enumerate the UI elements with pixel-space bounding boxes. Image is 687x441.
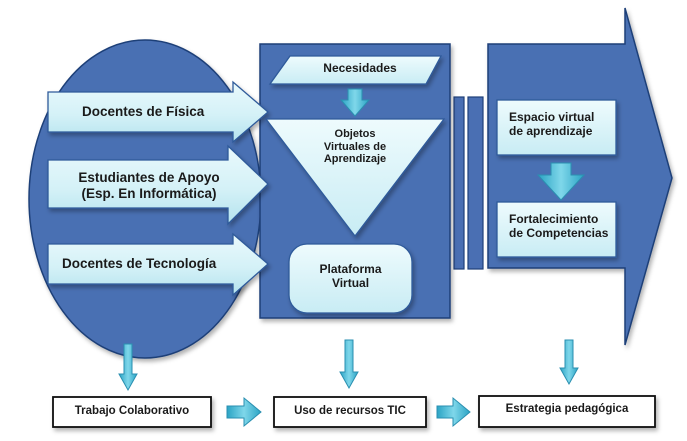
label-uso-recursos: Uso de recursos TIC [294,405,406,417]
label-estrategia: Estrategia pedagógica [505,403,629,415]
fortalecimiento-box [496,201,617,258]
estrategia-box [478,395,656,428]
label-estudiantes-line2: (Esp. En Informática) [81,185,217,201]
arrow-docentes-tecnologia [47,232,269,297]
arrow-estudiantes-apoyo [47,144,269,226]
label-plataforma-virtual: Plataforma Virtual [289,262,412,291]
label-necesidades: Necesidades [323,61,397,75]
objetos-triangle [264,118,446,238]
label-plataforma-line2: Virtual [331,275,370,290]
horizontal-arrow-1 [226,396,262,428]
label-fortalecimiento-line2: de Competencias [509,225,609,240]
label-docentes-fisica: Docentes de Física [82,104,205,119]
label-fortalecimiento: Fortalecimiento de Competencias [509,212,609,241]
down-arrow-right [559,339,579,386]
label-plataforma-line1: Plataforma [319,262,382,276]
label-objetos-line2: Virtuales de [323,140,387,153]
label-espacio-virtual: Espacio virtual de aprendizaje [509,110,595,139]
label-estudiantes-apoyo: Estudiantes de Apoyo (Esp. En Informátic… [64,170,234,201]
plataforma-box [288,243,413,314]
right-down-arrow [536,162,586,201]
separator-bar-2 [467,96,484,270]
down-arrow-left [118,343,138,392]
necesidades-box [268,55,443,85]
label-objetos-line1: Objetos [334,128,376,140]
label-estudiantes-line1: Estudiantes de Apoyo [78,170,220,185]
separator-bar-1 [453,96,465,270]
label-trabajo-colaborativo: Trabajo Colaborativo [74,405,190,417]
label-objetos-line3: Aprendizaje [323,153,387,166]
label-objetos-virtuales: Objetos Virtuales de Aprendizaje [305,128,405,166]
espacio-virtual-box [496,99,617,156]
uso-recursos-box [273,396,427,428]
label-espacio-line1: Espacio virtual [509,110,595,124]
label-fortalecimiento-line1: Fortalecimiento [509,212,599,226]
label-espacio-line2: de aprendizaje [509,123,593,138]
down-arrow-center [339,339,359,390]
arrow-docentes-fisica [47,80,269,144]
label-docentes-tecnologia: Docentes de Tecnología [62,256,217,271]
horizontal-arrow-2 [436,396,471,428]
trabajo-colaborativo-box [52,396,212,428]
necesidades-down-arrow [339,88,371,117]
